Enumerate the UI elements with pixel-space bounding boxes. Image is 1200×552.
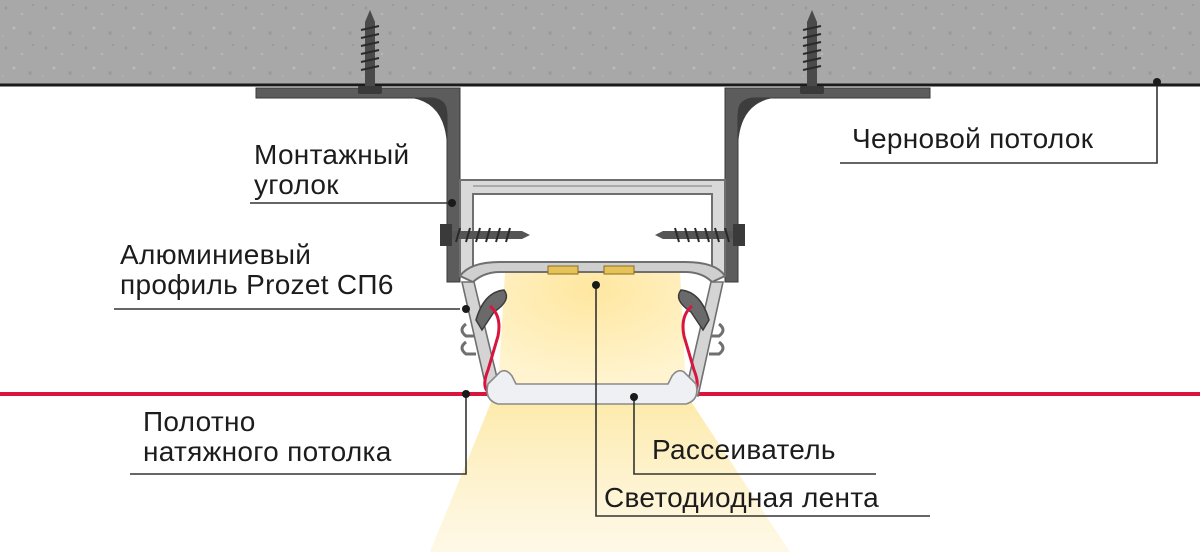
label-aluminum-profile-line-2: профиль Prozet СП6 xyxy=(120,268,394,300)
dot-led-strip xyxy=(592,281,600,289)
label-led-strip: Светодиодная лента xyxy=(604,482,879,513)
leader-rough-ceiling xyxy=(840,82,1158,164)
label-rough-ceiling: Черновой потолок xyxy=(852,123,1094,154)
leader-diffuser xyxy=(633,397,876,475)
led-chip-1 xyxy=(547,265,579,275)
label-mounting-bracket: Монтажный уголок xyxy=(254,140,409,200)
right-mounting-bracket xyxy=(724,87,931,283)
leader-stretch-ceiling xyxy=(130,394,467,475)
dot-rough-ceiling xyxy=(1153,78,1161,86)
concrete-slab xyxy=(0,0,1200,84)
dot-diffuser xyxy=(630,393,638,401)
screw-left xyxy=(358,10,382,94)
dot-mounting-bracket xyxy=(448,199,456,207)
light-beam xyxy=(430,400,790,552)
label-mounting-bracket-line-1: Монтажный xyxy=(254,139,410,170)
label-stretch-ceiling-line-2: натяжного потолка xyxy=(143,435,392,467)
dot-stretch-ceiling xyxy=(462,390,470,398)
led-chip-2 xyxy=(603,265,635,275)
label-mounting-bracket-line-2: уголок xyxy=(254,168,339,200)
label-stretch-ceiling: Полотно натяжного потолка xyxy=(143,407,392,467)
screw-right xyxy=(800,10,824,94)
label-aluminum-profile: Алюминиевый профиль Prozet СП6 xyxy=(120,240,394,300)
left-mounting-bracket xyxy=(255,87,461,283)
label-stretch-ceiling-line-1: Полотно xyxy=(143,406,256,437)
side-screw-right xyxy=(655,224,745,246)
label-diffuser: Рассеиватель xyxy=(652,434,836,465)
dot-aluminum-profile xyxy=(462,305,470,313)
side-screw-left xyxy=(440,224,530,246)
aluminum-profile xyxy=(458,179,727,398)
diffuser-lens xyxy=(486,369,698,405)
label-aluminum-profile-line-1: Алюминиевый xyxy=(120,239,312,270)
leader-led-strip xyxy=(595,285,930,517)
